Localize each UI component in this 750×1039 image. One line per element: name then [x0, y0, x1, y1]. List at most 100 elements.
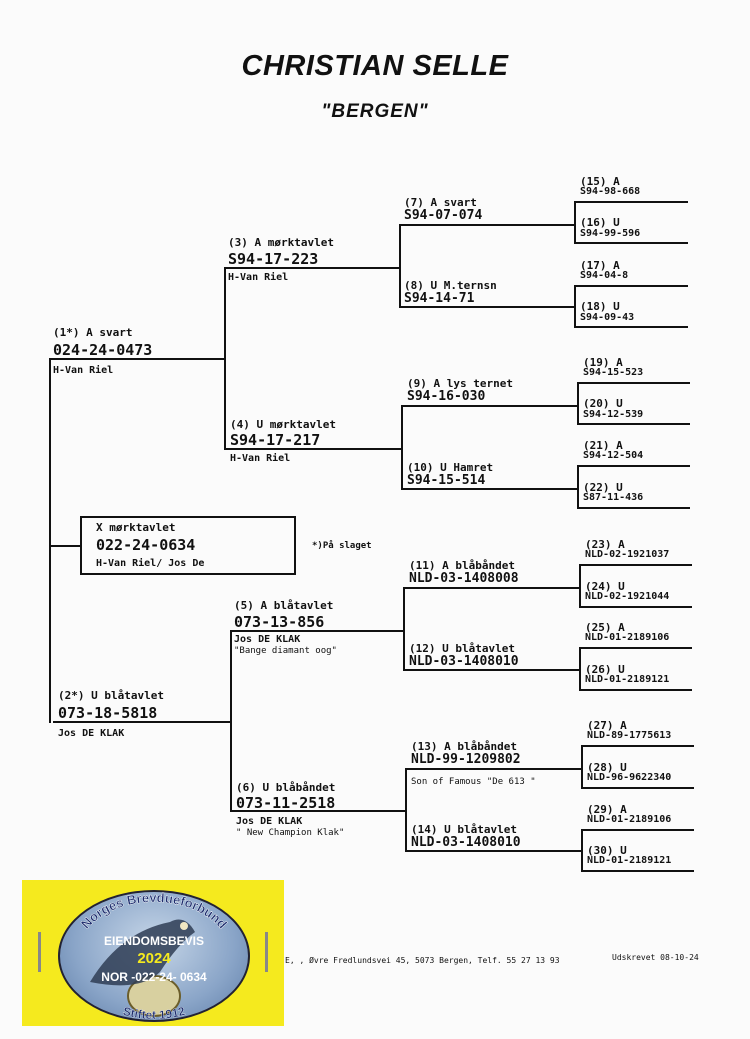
line-p14-parents — [581, 829, 583, 872]
line-p18 — [574, 326, 688, 328]
line-p15 — [574, 201, 688, 203]
line-p9-parents — [577, 382, 579, 425]
svg-text:Stiftet 1912: Stiftet 1912 — [121, 1004, 186, 1020]
line-p5-parents — [403, 587, 405, 671]
pigeon-13-info: Son of Famous "De 613 " — [411, 777, 536, 787]
seal-year: 2024 — [137, 950, 171, 967]
pigeon-1-ring: 024-24-0473 — [53, 341, 153, 359]
pigeon-name-subtitle: "BERGEN" — [321, 101, 429, 122]
pigeon-11-label: (11) A blåbåndet — [409, 559, 515, 572]
line-x-connector — [49, 545, 82, 547]
line-p29 — [581, 829, 694, 831]
pigeon-11-ring: NLD-03-1408008 — [409, 571, 519, 586]
line-p13 — [405, 768, 582, 770]
seal-founded: Stiftet 1912 — [121, 1004, 187, 1020]
pigeon-6-label: (6) U blåbåndet — [236, 781, 336, 794]
seal-org-name: Norges Brevdueforbund — [78, 892, 231, 932]
line-p1-parents — [224, 267, 226, 450]
line-p19 — [577, 382, 690, 384]
line-p8 — [399, 306, 575, 308]
loft-note: *)På slaget — [312, 541, 372, 551]
line-p9 — [401, 405, 578, 407]
pigeon-30-ring: NLD-01-2189121 — [587, 855, 672, 866]
line-p1 — [49, 358, 225, 360]
line-p6 — [230, 810, 407, 812]
pigeon-26-ring: NLD-01-2189121 — [585, 674, 670, 685]
pigeon-22-ring: S87-11-436 — [583, 492, 644, 503]
line-p2-parents — [230, 630, 232, 811]
pigeon-7-label: (7) A svart — [404, 196, 477, 209]
pigeon-10-ring: S94-15-514 — [407, 473, 486, 488]
pigeon-29-ring: NLD-01-2189106 — [587, 814, 672, 825]
pigeon-3-label: (3) A mørktavlet — [228, 236, 334, 249]
line-p3 — [224, 267, 401, 269]
pigeon-26-label: (26) U — [585, 663, 625, 676]
pigeon-5-ring: 073-13-856 — [234, 613, 325, 631]
pigeon-22-label: (22) U — [583, 481, 623, 494]
pigeon-1-info: H-Van Riel — [53, 365, 114, 376]
line-p11-parents — [579, 564, 581, 608]
line-p10-parents — [577, 465, 579, 509]
pigeon-27-label: (27) A — [587, 719, 627, 732]
staple-left-icon — [38, 932, 41, 972]
pigeon-20-label: (20) U — [583, 397, 623, 410]
seal-ring-number: NOR -022-24- 0634 — [101, 970, 207, 984]
line-p8-parents — [574, 285, 576, 328]
pigeon-28-ring: NLD-96-9622340 — [587, 772, 672, 783]
pigeon-4-label: (4) U mørktavlet — [230, 418, 336, 431]
line-p16 — [574, 242, 688, 244]
pigeon-15-label: (15) A — [580, 175, 620, 188]
staple-right-icon — [265, 932, 268, 972]
pigeon-27-ring: NLD-89-1775613 — [587, 730, 672, 741]
line-p7-parents — [574, 201, 576, 244]
pigeon-6-info: Jos DE KLAK — [236, 816, 303, 827]
seal-title: EIENDOMSBEVIS — [103, 934, 205, 948]
ownership-seal: Norges Brevdueforbund Stiftet 1912 EIEND… — [58, 890, 250, 1022]
pigeon-2-ring: 073-18-5818 — [58, 704, 158, 722]
pigeon-6-ring: 073-11-2518 — [236, 794, 336, 812]
pigeon-23-label: (23) A — [585, 538, 625, 551]
line-p12 — [403, 669, 580, 671]
pigeon-10-label: (10) U Hamret — [407, 461, 494, 474]
pigeon-5-info: Jos DE KLAK — [234, 634, 301, 645]
pigeon-13-label: (13) A blåbåndet — [411, 740, 517, 753]
line-p30 — [581, 870, 694, 872]
line-p23 — [579, 564, 692, 566]
pigeon-25-ring: NLD-01-2189106 — [585, 632, 670, 643]
line-p17 — [574, 285, 688, 287]
hen-ring: 022-24-0634 — [96, 536, 196, 554]
pigeon-2-info: Jos DE KLAK — [58, 728, 125, 739]
svg-text:Norges Brevdueforbund: Norges Brevdueforbund — [78, 892, 230, 932]
line-p27 — [581, 745, 694, 747]
pedigree-owner-title: CHRISTIAN SELLE — [241, 50, 509, 82]
line-p2 — [53, 721, 231, 723]
pigeon-19-label: (19) A — [583, 356, 623, 369]
hen-info: H-Van Riel/ Jos De — [96, 558, 205, 569]
line-p5 — [230, 630, 405, 632]
pigeon-16-label: (16) U — [580, 216, 620, 229]
pigeon-3-info: H-Van Riel — [228, 272, 289, 283]
pigeon-18-ring: S94-09-43 — [580, 312, 635, 323]
pigeon-16-ring: S94-99-596 — [580, 228, 641, 239]
pigeon-25-label: (25) A — [585, 621, 625, 634]
line-p21 — [577, 465, 690, 467]
line-p26 — [579, 689, 692, 691]
line-p14 — [405, 850, 582, 852]
ownership-sticker: Norges Brevdueforbund Stiftet 1912 EIEND… — [22, 880, 284, 1026]
pigeon-9-ring: S94-16-030 — [407, 389, 486, 404]
pigeon-20-ring: S94-12-539 — [583, 409, 644, 420]
hen-box — [80, 516, 296, 575]
line-p4-parents — [401, 405, 403, 490]
line-gen1-vertical — [49, 358, 51, 723]
line-p28 — [581, 787, 694, 789]
pigeon-3-ring: S94-17-223 — [228, 250, 319, 268]
pigeon-29-label: (29) A — [587, 803, 627, 816]
pigeon-2-label: (2*) U blåtavlet — [58, 689, 164, 702]
line-p25 — [579, 647, 692, 649]
line-p7 — [399, 224, 575, 226]
line-p4 — [224, 448, 403, 450]
line-p24 — [579, 606, 692, 608]
line-p20 — [577, 423, 690, 425]
pigeon-15-ring: S94-98-668 — [580, 186, 641, 197]
line-p13-parents — [581, 745, 583, 789]
